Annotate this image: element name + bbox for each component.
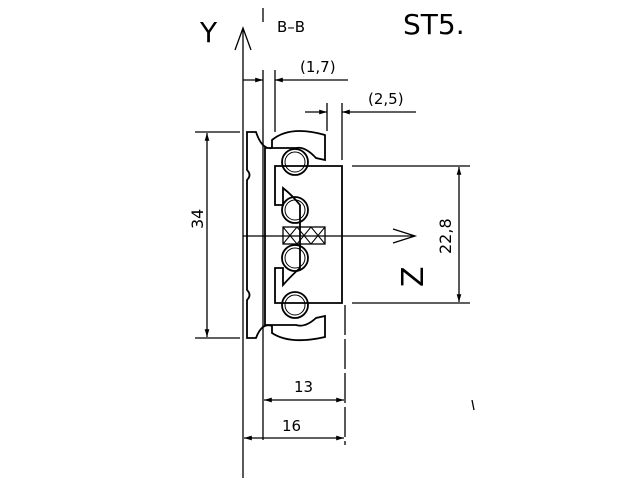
dimension-gap-right: (2,5) — [305, 90, 416, 160]
ball-inner — [284, 247, 306, 269]
stray-mark — [471, 399, 475, 411]
dimension-label-gap-right: (2,5) — [368, 90, 404, 108]
ball-inner — [284, 294, 306, 316]
dimension-label-total-height: 34 — [188, 209, 207, 229]
z-axis — [243, 228, 418, 244]
dimension-gap-small: (1,7) — [243, 58, 348, 440]
ball — [281, 196, 309, 224]
axis-y-label: Y — [199, 16, 218, 49]
ball — [281, 148, 309, 176]
outer-rail-section — [246, 130, 326, 342]
dimension-total-height: 34 — [188, 131, 240, 339]
axis-z-label: Z — [396, 266, 431, 287]
dimension-inner-width: 13 — [264, 305, 346, 445]
ball-bearings — [281, 148, 309, 319]
ball-cage — [282, 226, 326, 245]
section-label: B–B — [277, 18, 305, 36]
dimension-label-gap-small: (1,7) — [300, 58, 336, 76]
y-axis — [234, 8, 264, 478]
inner-slider-section — [274, 165, 343, 304]
dimension-inner-height: 22,8 — [352, 165, 470, 304]
cage-crosshatch — [282, 226, 326, 245]
ball-inner — [284, 199, 306, 221]
ball — [281, 244, 309, 272]
dimension-total-width: 16 — [243, 417, 344, 441]
dimension-label-inner-width: 13 — [294, 378, 313, 396]
dimension-label-inner-height: 22,8 — [436, 218, 455, 254]
dimension-label-total-width: 16 — [282, 417, 301, 435]
ball-inner — [284, 151, 306, 173]
part-code: ST5. — [403, 8, 465, 41]
ball — [281, 291, 309, 319]
